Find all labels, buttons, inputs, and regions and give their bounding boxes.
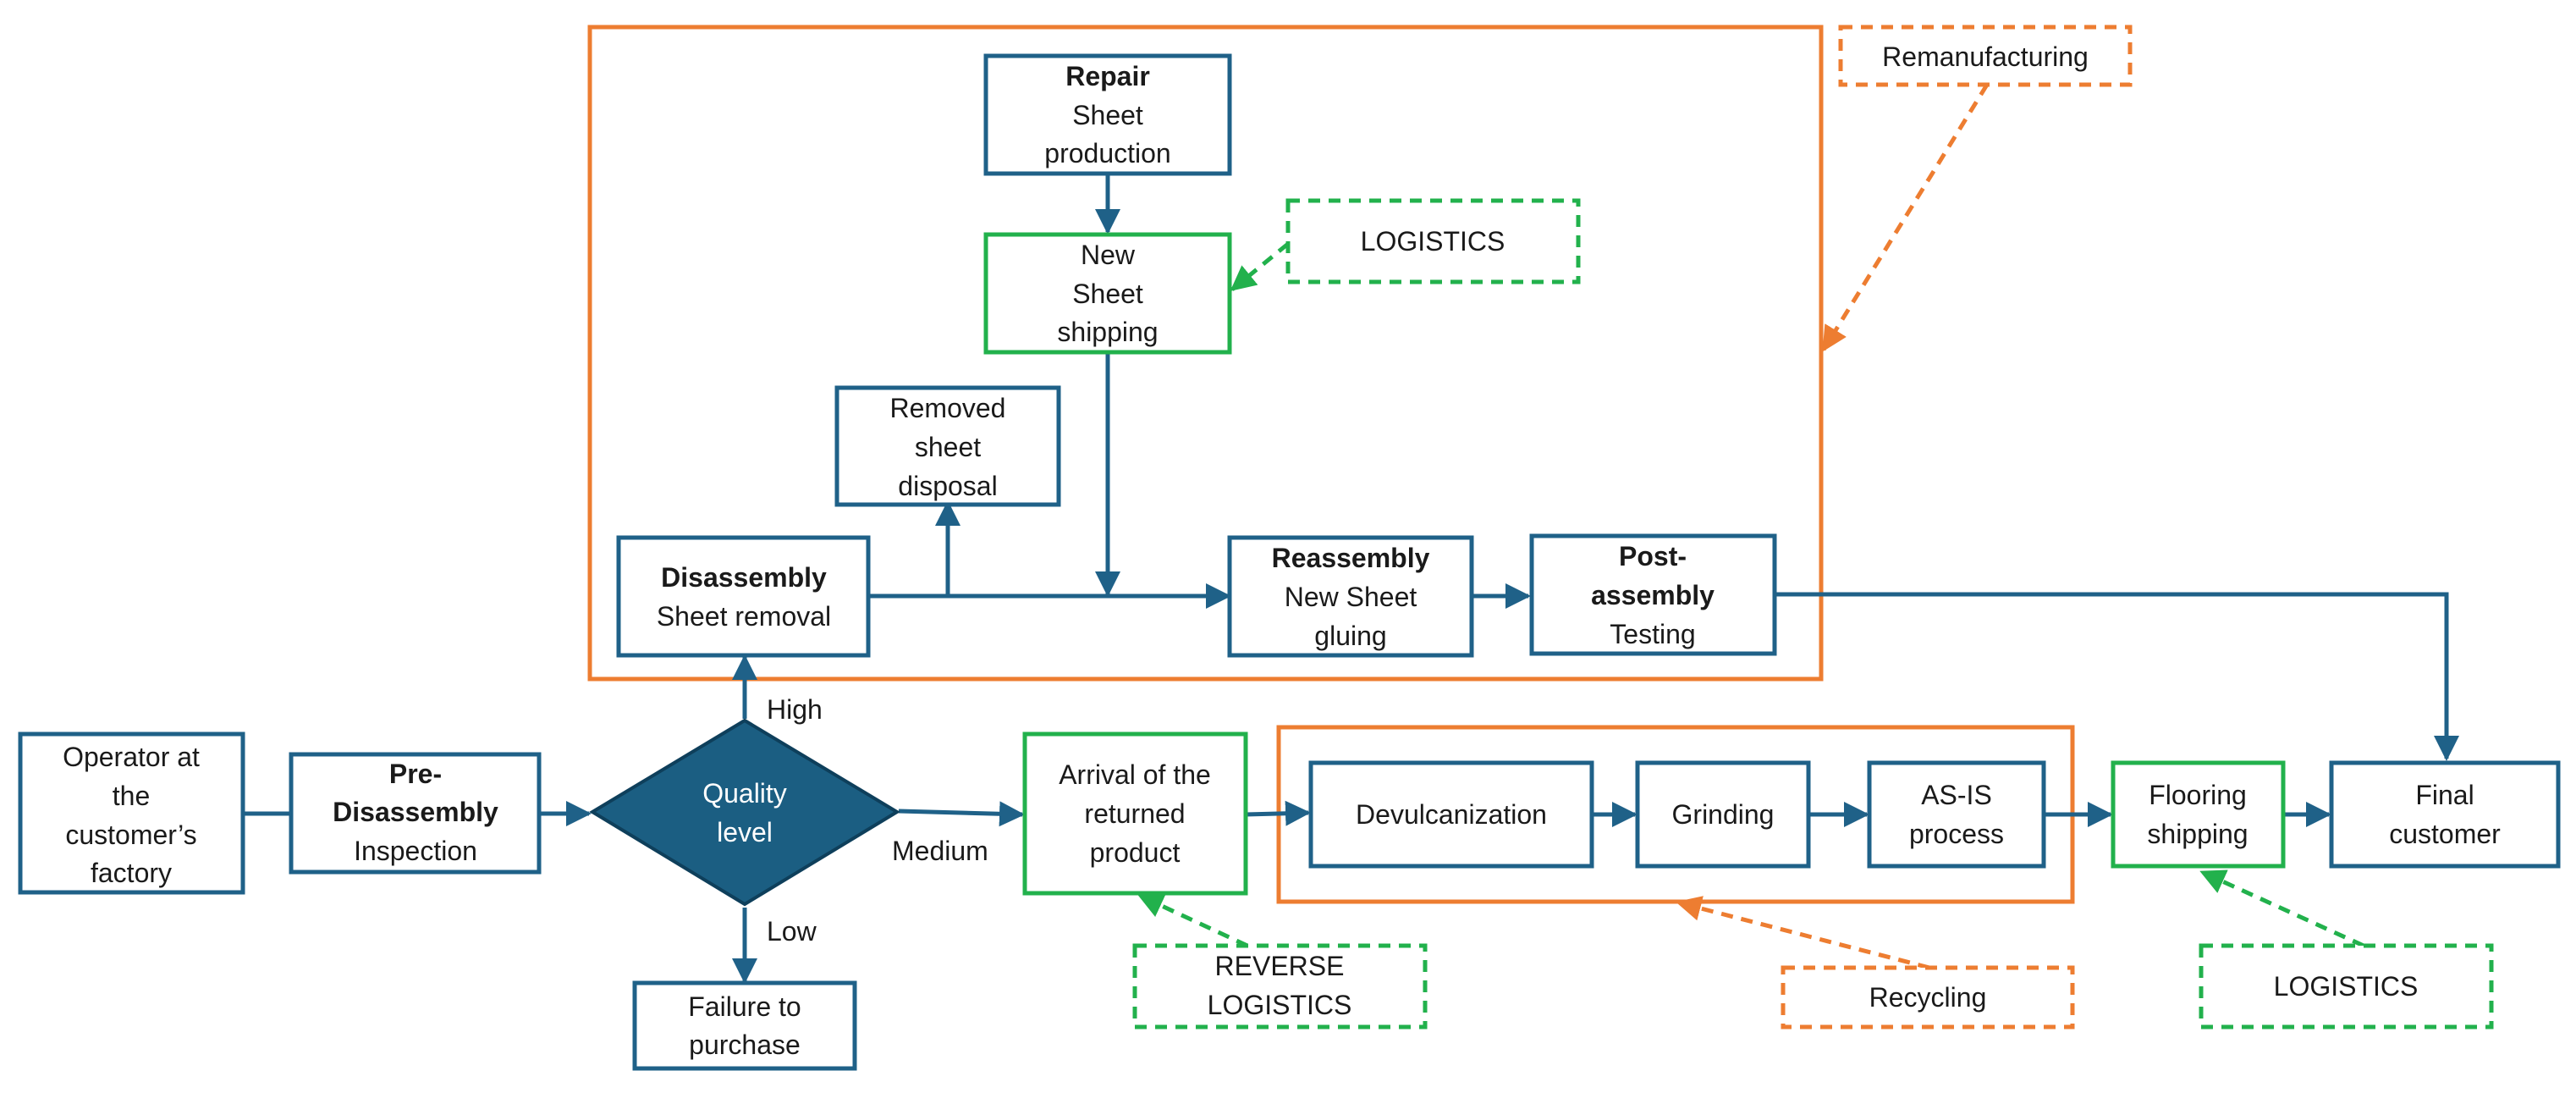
svg-text:Testing: Testing [1610,619,1695,649]
callout-logistics-bottom: LOGISTICS [2199,943,2494,1030]
svg-text:customer’s: customer’s [65,820,196,850]
svg-text:gluing: gluing [1314,621,1386,651]
callout-recycling: Recycling [1781,965,2075,1030]
svg-text:Devulcanization: Devulcanization [1356,799,1547,830]
callout-connector-logistics-top [1230,242,1290,291]
node-grinding: Grinding [1635,760,1811,869]
svg-text:returned: returned [1084,798,1185,829]
node-removed-sheet-disposal: Removed sheet disposal [834,385,1061,507]
callout-remanufacturing: Remanufacturing [1838,25,2133,87]
node-repair: Repair Sheet production [983,53,1232,176]
svg-text:shipping: shipping [2147,819,2248,849]
svg-text:factory: factory [91,858,172,888]
node-devulcanization: Devulcanization [1308,760,1594,869]
svg-text:disposal: disposal [898,471,997,501]
edge-label-high: High [767,694,823,725]
svg-text:Flooring: Flooring [2149,780,2247,810]
svg-text:Removed: Removed [890,393,1006,423]
svg-text:sheet: sheet [915,432,981,462]
svg-text:customer: customer [2389,819,2501,849]
svg-text:Sheet: Sheet [1072,279,1143,309]
svg-text:LOGISTICS: LOGISTICS [1361,226,1505,257]
svg-text:Repair: Repair [1065,61,1150,91]
svg-text:Remanufacturing: Remanufacturing [1882,41,2089,72]
edge-label-low: Low [767,916,817,947]
node-failure-to-purchase: Failure to purchase [632,980,857,1071]
edge-label-medium: Medium [892,836,988,866]
edge-arrival-to-devulc [1245,800,1311,826]
node-operator: Operator at the customer’s factory [18,731,245,895]
svg-text:Reassembly: Reassembly [1272,543,1430,573]
node-as-is-process: AS-IS process [1867,760,2046,869]
callout-connector-remanufacturing [1821,83,1990,352]
svg-text:Grinding: Grinding [1672,799,1775,830]
node-final-customer: Final customer [2329,760,2561,869]
callout-connector-logistics-bottom [2199,869,2365,948]
svg-text:New Sheet: New Sheet [1285,582,1417,612]
edge-post-to-final [1775,592,2459,761]
svg-text:Operator at: Operator at [63,742,200,772]
svg-text:Failure to: Failure to [688,991,801,1022]
svg-text:Sheet: Sheet [1072,100,1143,130]
callout-connector-recycling [1676,896,1930,970]
node-pre-disassembly: Pre- Disassembly Inspection [289,752,542,875]
svg-text:Final: Final [2415,780,2474,810]
svg-text:Sheet removal: Sheet removal [657,601,831,632]
svg-text:Arrival of the: Arrival of the [1059,759,1211,790]
svg-text:REVERSE: REVERSE [1215,951,1345,981]
svg-text:shipping: shipping [1057,317,1158,347]
svg-text:AS-IS: AS-IS [1921,780,1992,810]
node-reassembly: Reassembly New Sheet gluing [1227,535,1474,658]
svg-text:process: process [1909,819,2004,849]
svg-text:LOGISTICS: LOGISTICS [2274,971,2419,1002]
svg-text:Post-: Post- [1619,541,1687,571]
callout-logistics-top: LOGISTICS [1285,198,1581,284]
svg-text:New: New [1081,240,1136,270]
svg-text:Disassembly: Disassembly [333,797,498,827]
svg-text:the: the [113,781,150,811]
svg-text:Recycling: Recycling [1869,982,1987,1013]
svg-text:product: product [1090,837,1181,868]
node-post-assembly: Post- assembly Testing [1529,533,1777,656]
node-new-sheet-shipping: New Sheet shipping [983,232,1232,355]
svg-text:Quality: Quality [702,778,787,809]
node-disassembly: Disassembly Sheet removal [616,535,871,658]
node-flooring-shipping: Flooring shipping [2111,760,2286,869]
svg-text:purchase: purchase [689,1030,801,1060]
edge-quality-medium [898,801,1025,827]
svg-text:level: level [717,817,773,847]
node-quality-level: Quality level [589,718,900,907]
svg-text:Disassembly: Disassembly [661,562,827,593]
svg-text:assembly: assembly [1591,580,1715,610]
svg-text:production: production [1044,138,1170,168]
callout-reverse-logistics: REVERSE LOGISTICS [1132,943,1428,1030]
svg-text:Inspection: Inspection [354,836,477,866]
callout-connector-reverse-logistics [1137,893,1249,948]
svg-text:LOGISTICS: LOGISTICS [1208,990,1352,1020]
svg-text:Pre-: Pre- [389,759,442,789]
remanufacturing-group [587,25,1824,682]
node-arrival-returned-product: Arrival of the returned product [1022,731,1248,896]
edges [243,174,2459,984]
